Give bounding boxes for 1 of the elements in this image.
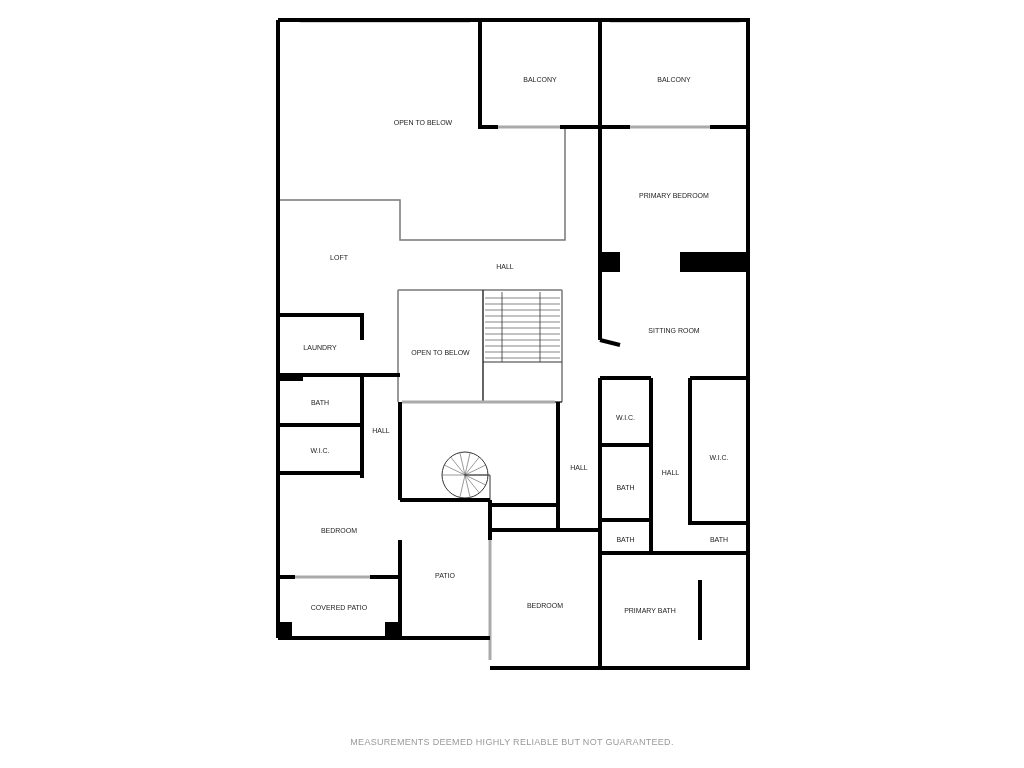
disclaimer-caption: MEASUREMENTS DEEMED HIGHLY RELIABLE BUT NOT GUARANTEED. bbox=[349, 737, 675, 747]
